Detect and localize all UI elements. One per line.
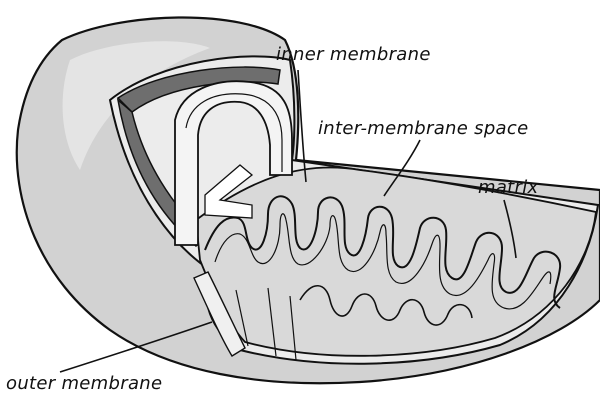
label-inner-membrane: inner membrane [276,44,431,65]
label-outer-membrane: outer membrane [6,373,162,394]
label-inter-membrane-space: inter-membrane space [318,118,528,139]
label-matrix: matrix [478,177,539,198]
